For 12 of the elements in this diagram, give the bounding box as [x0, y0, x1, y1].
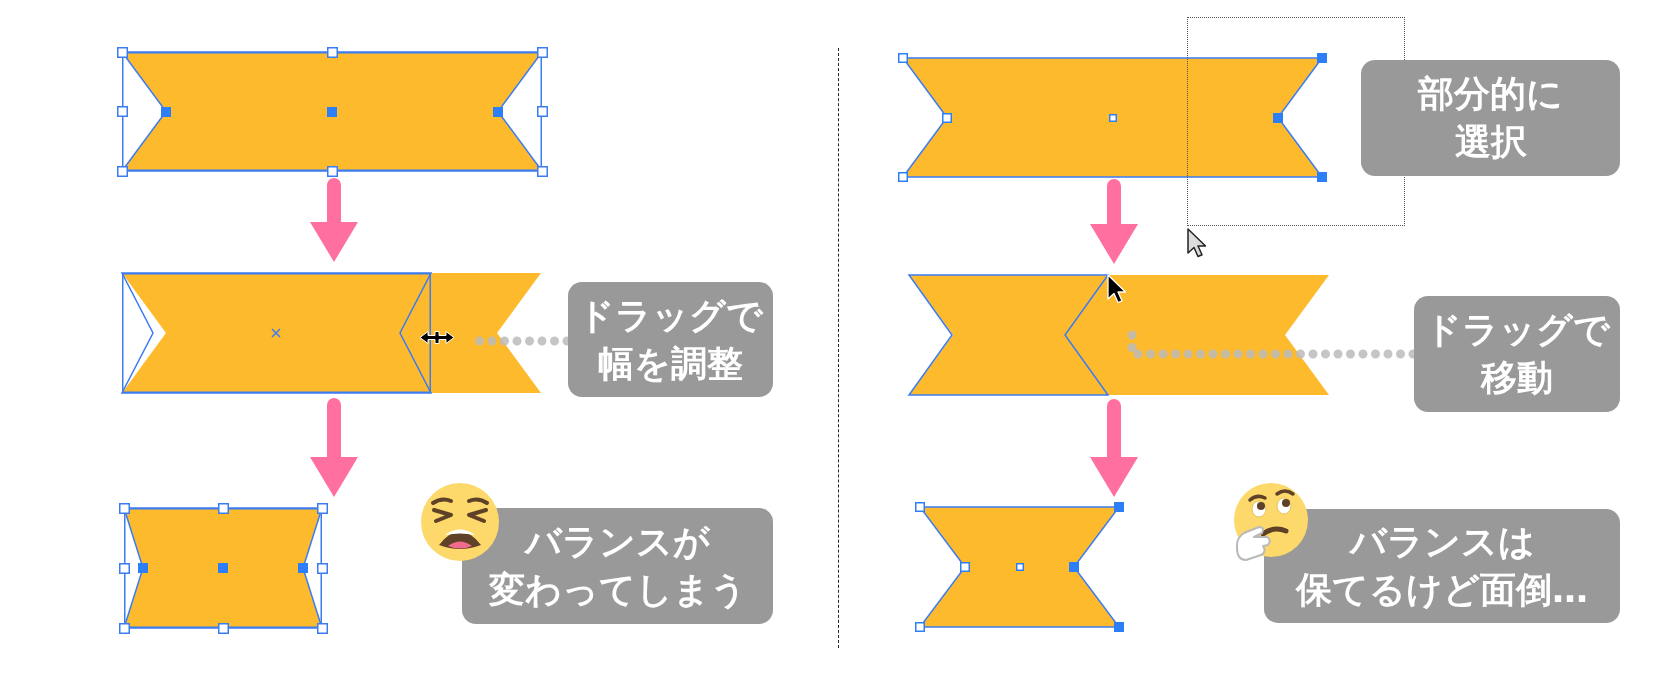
callout-text: 部分的に選択 — [1416, 72, 1564, 164]
callout-box — [1264, 509, 1620, 623]
callout-box — [1361, 60, 1620, 176]
callout-text: ドラッグで移動 — [1423, 308, 1611, 400]
ribbon-shape — [909, 275, 1329, 395]
callout-text: バランスは保てるけど面倒… — [1294, 520, 1589, 612]
callout-text: ドラッグで幅を調整 — [577, 293, 764, 386]
callout-box — [1414, 296, 1620, 412]
callout-box — [462, 508, 773, 624]
ribbon-shape — [122, 273, 541, 393]
callout-box — [568, 282, 773, 397]
callout-text: バランスが変わってしまう — [487, 520, 748, 612]
